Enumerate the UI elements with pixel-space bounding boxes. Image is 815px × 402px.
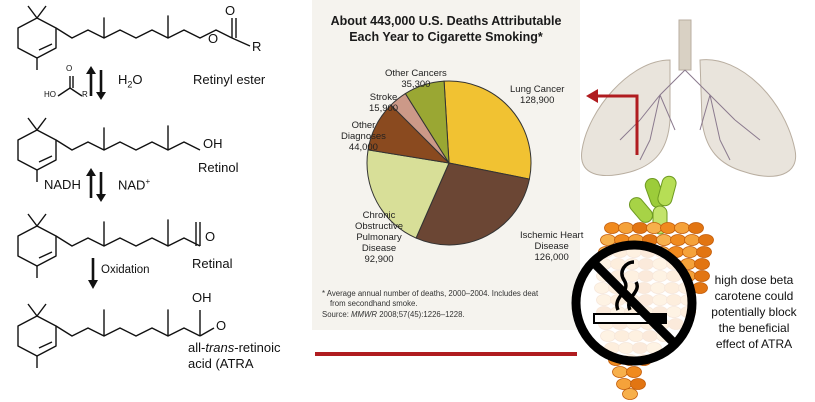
- footnote-line3: Source: MMWR 2008;57(45):1226–1228.: [322, 310, 465, 319]
- footnote-line2: from secondhand smoke.: [330, 299, 418, 308]
- retinal-structure: [17, 213, 201, 278]
- atra-structure: [17, 303, 215, 368]
- orange-pill: [694, 258, 710, 270]
- orange-pill: [612, 366, 628, 378]
- orange-pill: [698, 234, 714, 246]
- orange-pill: [688, 222, 704, 234]
- cigarette-icon: [593, 260, 667, 324]
- orange-pill: [670, 234, 686, 246]
- orange-pill: [682, 246, 698, 258]
- pie-slice-chronic-obstructive-pulmonary-disease: [366, 149, 450, 239]
- orange-pill: [694, 270, 710, 282]
- no-smoking-sign: [571, 240, 697, 366]
- ester-o-label: O: [225, 3, 236, 18]
- orange-pill: [618, 222, 634, 234]
- orange-pill: [674, 222, 690, 234]
- red-arrow: [594, 94, 639, 155]
- retinol-structure: [17, 117, 201, 182]
- retinal-o-label: O: [205, 229, 216, 244]
- oxidation-arrow: [88, 258, 98, 289]
- pie-slice-other-cancers: [404, 80, 450, 164]
- nad-label: NAD+: [118, 177, 151, 193]
- orange-pill: [604, 222, 620, 234]
- pie-slice-lung-cancer: [443, 80, 532, 180]
- nadh-arrows: [86, 168, 106, 202]
- orange-pill: [600, 234, 616, 246]
- ester-o2-label: O: [208, 31, 219, 46]
- illustration-panel: [571, 19, 797, 400]
- retinyl-ester-structure: [17, 5, 251, 70]
- pie-slice-ischemic-heart-disease: [415, 162, 530, 246]
- oxidation-label: Oxidation: [101, 264, 150, 276]
- retinyl-ester-label: Retinyl ester: [193, 72, 266, 87]
- orange-pill: [646, 222, 662, 234]
- orange-pill: [626, 366, 642, 378]
- lungs-image: [581, 19, 797, 177]
- green-capsules: [629, 175, 677, 235]
- orange-pill: [660, 222, 676, 234]
- ester-r-label: R: [252, 39, 262, 54]
- acid-ho-label: HO: [44, 90, 56, 99]
- retinoid-pathway-diagram: [17, 5, 251, 368]
- retinal-label: Retinal: [192, 256, 233, 271]
- acid-r-label: R: [82, 90, 88, 99]
- hydrolysis-arrows: [86, 66, 106, 100]
- orange-pill: [684, 234, 700, 246]
- footnote-line1: * Average annual number of deaths, 2000–…: [322, 289, 539, 298]
- atra-o-label: O: [216, 318, 227, 333]
- carboxylic-acid-structure: [57, 76, 83, 97]
- orange-pill: [656, 234, 672, 246]
- acid-o-label: O: [66, 64, 73, 73]
- retinol-oh-label: OH: [203, 136, 223, 151]
- pie-chart: [366, 80, 532, 246]
- atra-oh-label: OH: [192, 290, 212, 305]
- orange-pill: [616, 378, 632, 390]
- chart-title-line1: About 443,000 U.S. Deaths Attributable: [330, 14, 562, 28]
- beta-carotene-note: high dose beta carotene could potentiall…: [711, 273, 797, 351]
- red-arrow-head: [586, 89, 598, 103]
- retinol-label: Retinol: [198, 160, 239, 175]
- chart-title-line2: Each Year to Cigarette Smoking*: [349, 30, 543, 44]
- connector-line: [315, 352, 577, 356]
- orange-pill: [622, 388, 638, 400]
- nadh-label: NADH: [44, 177, 81, 192]
- water-label: H2O: [118, 72, 143, 90]
- atra-label: all-trans-retinoic acid (ATRA: [188, 340, 281, 371]
- orange-pill: [632, 222, 648, 234]
- orange-pill: [696, 246, 712, 258]
- orange-pill: [630, 378, 646, 390]
